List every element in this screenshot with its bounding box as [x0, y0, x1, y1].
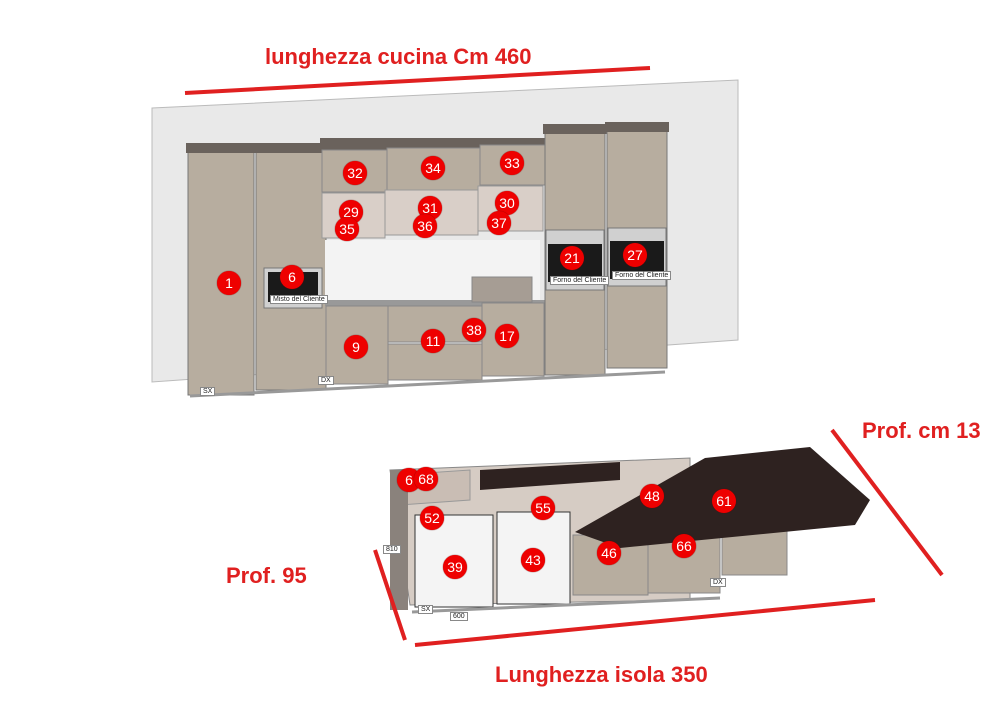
- marker[interactable]: 35: [335, 217, 359, 241]
- kitchen-length-line: [184, 66, 651, 95]
- island: [389, 447, 870, 614]
- marker[interactable]: 52: [420, 506, 444, 530]
- marker[interactable]: 32: [343, 161, 367, 185]
- marker[interactable]: 21: [560, 246, 584, 270]
- marker[interactable]: 37: [487, 211, 511, 235]
- island-depth-line-left: [373, 549, 407, 641]
- island-length-line: [414, 598, 876, 647]
- marker[interactable]: 11: [421, 329, 445, 353]
- marker[interactable]: 48: [640, 484, 664, 508]
- marker[interactable]: 68: [414, 467, 438, 491]
- marker[interactable]: 33: [500, 151, 524, 175]
- island-depth-left-label: Prof. 95: [226, 563, 307, 588]
- marker[interactable]: 30: [495, 191, 519, 215]
- side-tag-dx: DX: [318, 376, 334, 385]
- marker[interactable]: 6: [280, 265, 304, 289]
- marker[interactable]: 1: [217, 271, 241, 295]
- side-tag-sx: SX: [200, 387, 216, 396]
- island-depth-line-right: [830, 428, 944, 577]
- island-depth-right-label: Prof. cm 13: [862, 418, 981, 443]
- marker[interactable]: 39: [443, 555, 467, 579]
- width-tag: 600: [450, 612, 468, 621]
- marker[interactable]: 61: [712, 489, 736, 513]
- kitchen-length-label: lunghezza cucina Cm 460: [265, 44, 532, 69]
- height-tag: 810: [383, 545, 401, 554]
- marker[interactable]: 38: [462, 318, 486, 342]
- island-side-tag-dx: DX: [710, 578, 726, 587]
- oven-tag-2: Forno del Cliente: [612, 271, 672, 280]
- marker[interactable]: 43: [521, 548, 545, 572]
- marker[interactable]: 66: [672, 534, 696, 558]
- microwave-tag: Misto del Cliente: [270, 295, 328, 304]
- marker[interactable]: 17: [495, 324, 519, 348]
- marker[interactable]: 36: [413, 214, 437, 238]
- marker[interactable]: 34: [421, 156, 445, 180]
- marker[interactable]: 9: [344, 335, 368, 359]
- island-side-tag-sx: SX: [418, 605, 434, 614]
- marker[interactable]: 27: [623, 243, 647, 267]
- marker[interactable]: 55: [531, 496, 555, 520]
- island-length-label: Lunghezza isola 350: [495, 662, 708, 687]
- oven-tag-1: Forno del Cliente: [550, 276, 610, 285]
- marker[interactable]: 46: [597, 541, 621, 565]
